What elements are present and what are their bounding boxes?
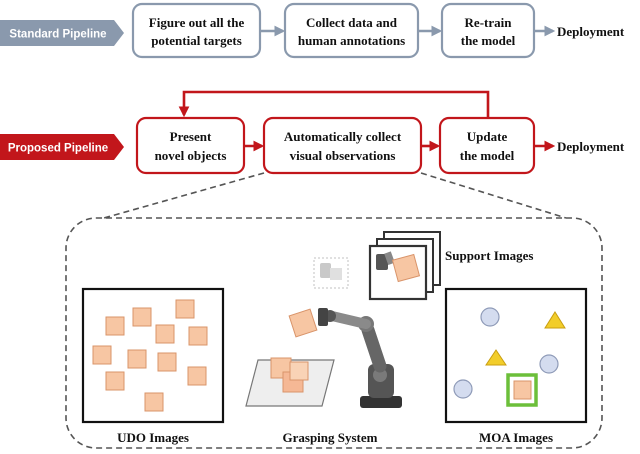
- grasped-cube: [288, 308, 318, 338]
- standard-step-1-box: [131, 2, 262, 59]
- standard-step-3-box: [440, 2, 536, 59]
- support-images-label: Support Images: [445, 248, 534, 263]
- detail-panel: UDO Images Support Images: [65, 172, 603, 449]
- standard-step-1-line2: potential targets: [151, 33, 242, 48]
- proposed-step-3-box: [438, 116, 536, 175]
- standard-pipeline-row: Standard Pipeline Figure out all the pot…: [0, 2, 625, 59]
- standard-step-2-line1: Collect data and: [306, 15, 398, 30]
- robot-arm-icon: [318, 308, 402, 408]
- support-cube-icon: [391, 253, 421, 283]
- proposed-step-1-line1: Present: [170, 129, 212, 144]
- standard-deployment: Deployment: [557, 24, 625, 39]
- proposed-step-3-line1: Update: [467, 129, 508, 144]
- moa-image-frame: [444, 287, 588, 424]
- udo-object: [92, 345, 112, 365]
- grasping-system-label: Grasping System: [283, 430, 378, 445]
- udo-object: [127, 349, 147, 369]
- proposed-step-1-line2: novel objects: [155, 148, 227, 163]
- udo-object: [157, 352, 177, 372]
- standard-pipeline-tag: [0, 20, 124, 46]
- moa-circle: [539, 354, 559, 374]
- moa-circle: [480, 307, 500, 327]
- standard-step-3-line1: Re-train: [465, 15, 513, 30]
- udo-images-label: UDO Images: [117, 430, 189, 445]
- udo-object: [105, 316, 125, 336]
- zoom-line-left: [103, 172, 265, 219]
- support-gripper-icon: [376, 251, 395, 270]
- moa-triangle: [544, 311, 566, 329]
- moa-triangle: [485, 349, 507, 366]
- moa-images-label: MOA Images: [479, 430, 553, 445]
- standard-step-2-line2: human annotations: [298, 33, 405, 48]
- udo-object: [144, 392, 164, 412]
- udo-object: [187, 366, 207, 386]
- standard-pipeline-label: Standard Pipeline: [9, 29, 106, 41]
- standard-step-3-line2: the model: [461, 33, 516, 48]
- support-image-stack: [368, 231, 441, 301]
- grasping-system: Support Images: [245, 231, 534, 445]
- proposed-step-2-box: [262, 116, 423, 175]
- proposed-step-2-line1: Automatically collect: [284, 129, 402, 144]
- moa-target-highlight: [506, 373, 538, 407]
- udo-object: [132, 307, 152, 327]
- udo-images-panel: UDO Images: [81, 287, 225, 445]
- proposed-pipeline-tag: [0, 134, 124, 160]
- udo-objects: [92, 299, 208, 412]
- proposed-step-3-line2: the model: [460, 148, 515, 163]
- standard-step-1-line1: Figure out all the: [149, 15, 245, 30]
- table-cubes: [270, 357, 309, 393]
- moa-circle: [453, 379, 473, 399]
- proposed-pipeline-label: Proposed Pipeline: [8, 143, 108, 155]
- moa-target-object: [513, 380, 532, 400]
- proposed-step-1-box: [135, 116, 246, 175]
- proposed-step-2-line2: visual observations: [290, 148, 396, 163]
- zoom-line-right: [420, 172, 567, 219]
- moa-images-panel: MOA Images: [444, 287, 588, 445]
- proposed-pipeline-row: Proposed Pipeline Present novel objects …: [0, 90, 625, 175]
- camera-view-icon: [313, 257, 349, 289]
- udo-object: [188, 326, 208, 346]
- udo-object: [175, 299, 195, 319]
- standard-step-2-box: [283, 2, 420, 59]
- feedback-loop-arrow: [178, 90, 490, 118]
- udo-object: [105, 371, 125, 391]
- proposed-deployment: Deployment: [557, 139, 625, 154]
- udo-object: [155, 324, 175, 344]
